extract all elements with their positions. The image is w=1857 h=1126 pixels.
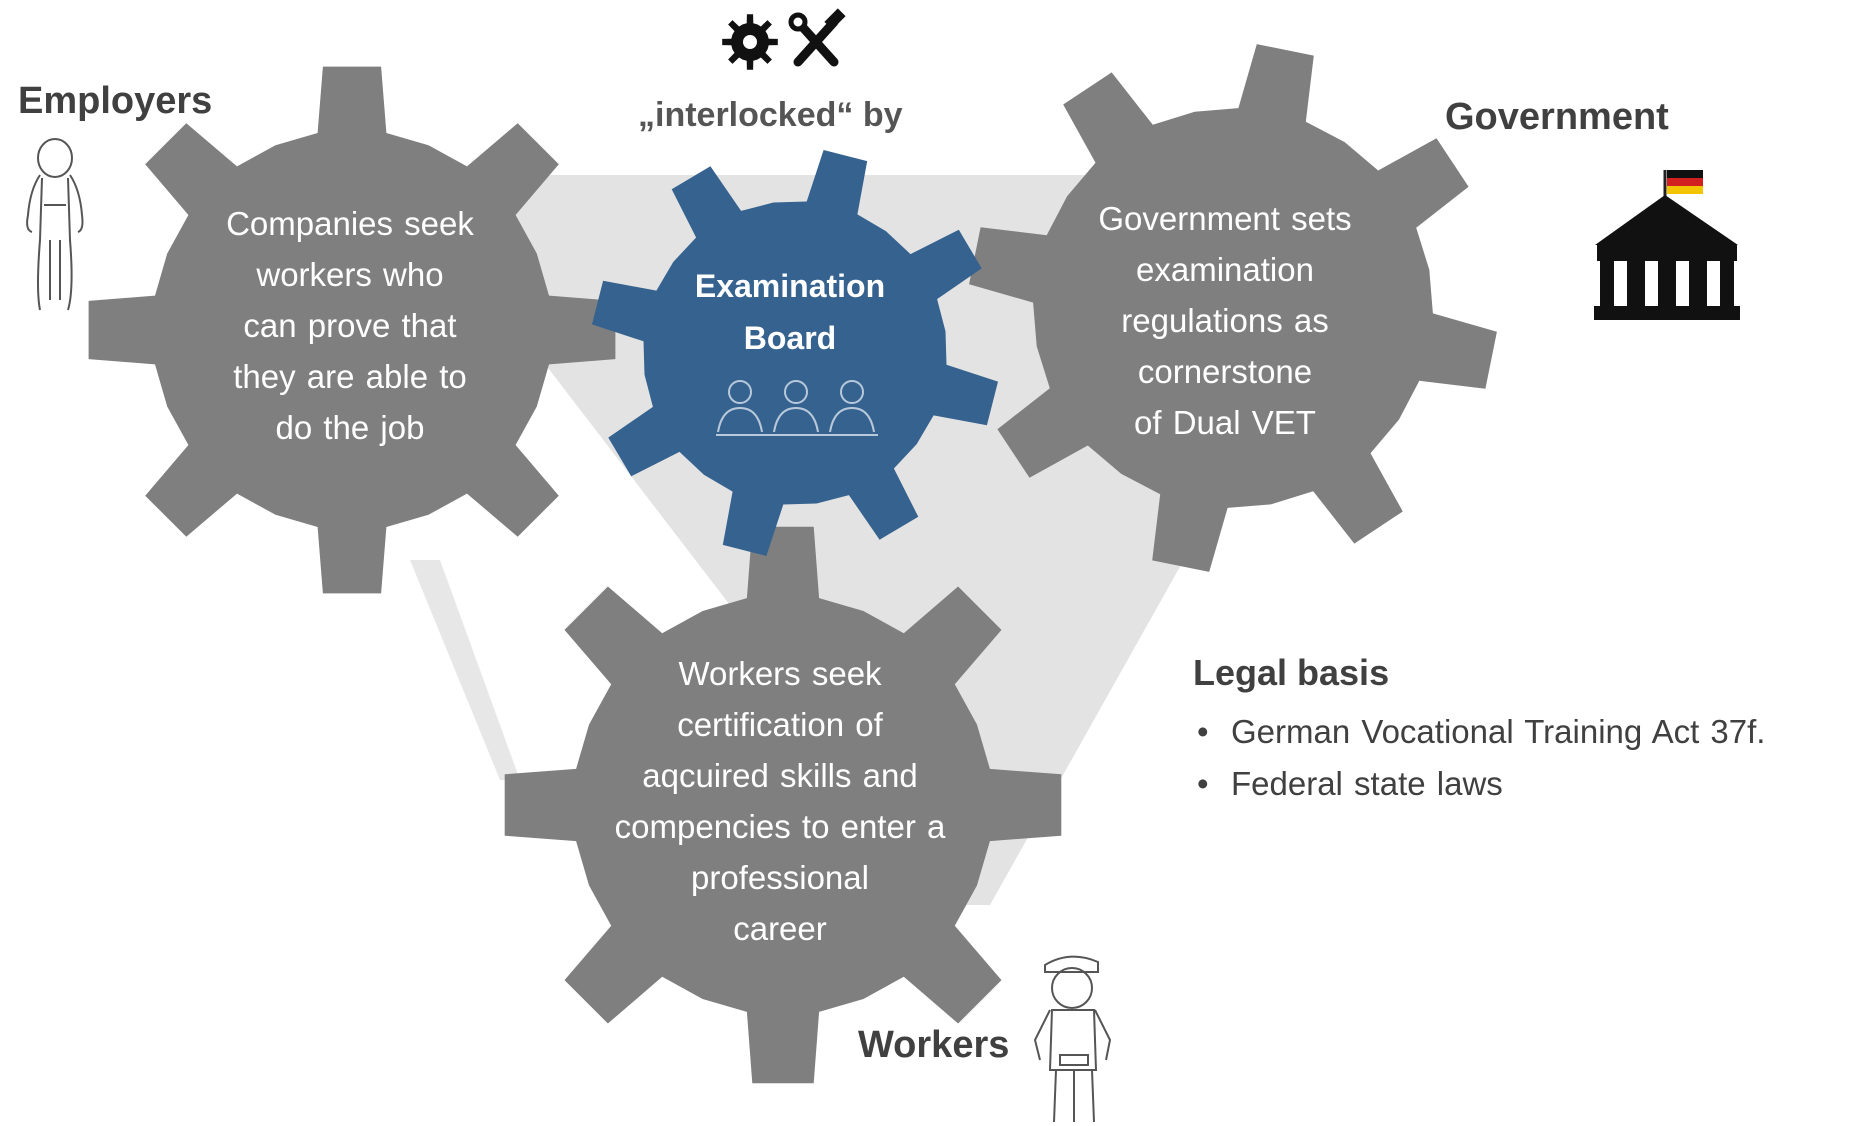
government-building-with-german-flag-icon (1594, 170, 1740, 320)
small-gear-hole (743, 35, 757, 49)
background-triangle-shadow (410, 560, 520, 780)
board-text-line: Examination (694, 268, 886, 304)
employers-text-line: can prove that (243, 307, 457, 344)
legal-basis-title: Legal basis (1193, 652, 1390, 693)
examination-board-gear (592, 150, 998, 556)
three-people-at-table-icon (716, 380, 878, 436)
government-text-line: regulations as (1121, 302, 1329, 339)
workers-text-line: aqcuired skills and (642, 757, 918, 794)
legal-basis-item: Federal state laws (1193, 758, 1765, 810)
employers-label: Employers (18, 80, 213, 122)
employers-gear (88, 66, 616, 594)
workers-text-line: compencies to enter a (614, 808, 946, 845)
workers-gear (504, 526, 1062, 1084)
employers-text-line: Companies seek (226, 205, 474, 242)
person-sketch-icon (26, 138, 84, 311)
workers-text-line: professional (691, 859, 869, 896)
employers-text-line: do the job (275, 409, 425, 446)
legal-basis-list: German Vocational Training Act 37f. Fede… (1193, 706, 1765, 810)
legal-basis-item: German Vocational Training Act 37f. (1193, 706, 1765, 758)
employers-text-line: workers who (256, 256, 444, 293)
workers-text-line: certification of (677, 706, 883, 743)
government-gear-text: Government sets examination regulations … (1060, 193, 1390, 448)
examination-board-text: Examination Board (650, 260, 930, 364)
workers-text-line: Workers seek (678, 655, 882, 692)
government-gear (969, 44, 1497, 572)
worker-with-cap-sketch-icon (1033, 955, 1112, 1123)
government-text-line: cornerstone (1137, 353, 1313, 390)
workers-label: Workers (858, 1024, 1010, 1066)
interlocked-by-label: „interlocked“ by (638, 96, 903, 134)
employers-gear-text: Companies seek workers who can prove tha… (180, 198, 520, 453)
workers-text-line: career (733, 910, 827, 947)
government-label: Government (1445, 96, 1669, 138)
government-text-line: examination (1136, 251, 1314, 288)
board-text-line: Board (743, 320, 837, 356)
employers-text-line: they are able to (233, 358, 467, 395)
government-text-line: of Dual VET (1134, 404, 1316, 441)
workers-gear-text: Workers seek certification of aqcuired s… (570, 648, 990, 954)
government-text-line: Government sets (1098, 200, 1352, 237)
gear-and-tools-icon (722, 8, 846, 70)
wrench-hammer-icon (788, 8, 846, 67)
